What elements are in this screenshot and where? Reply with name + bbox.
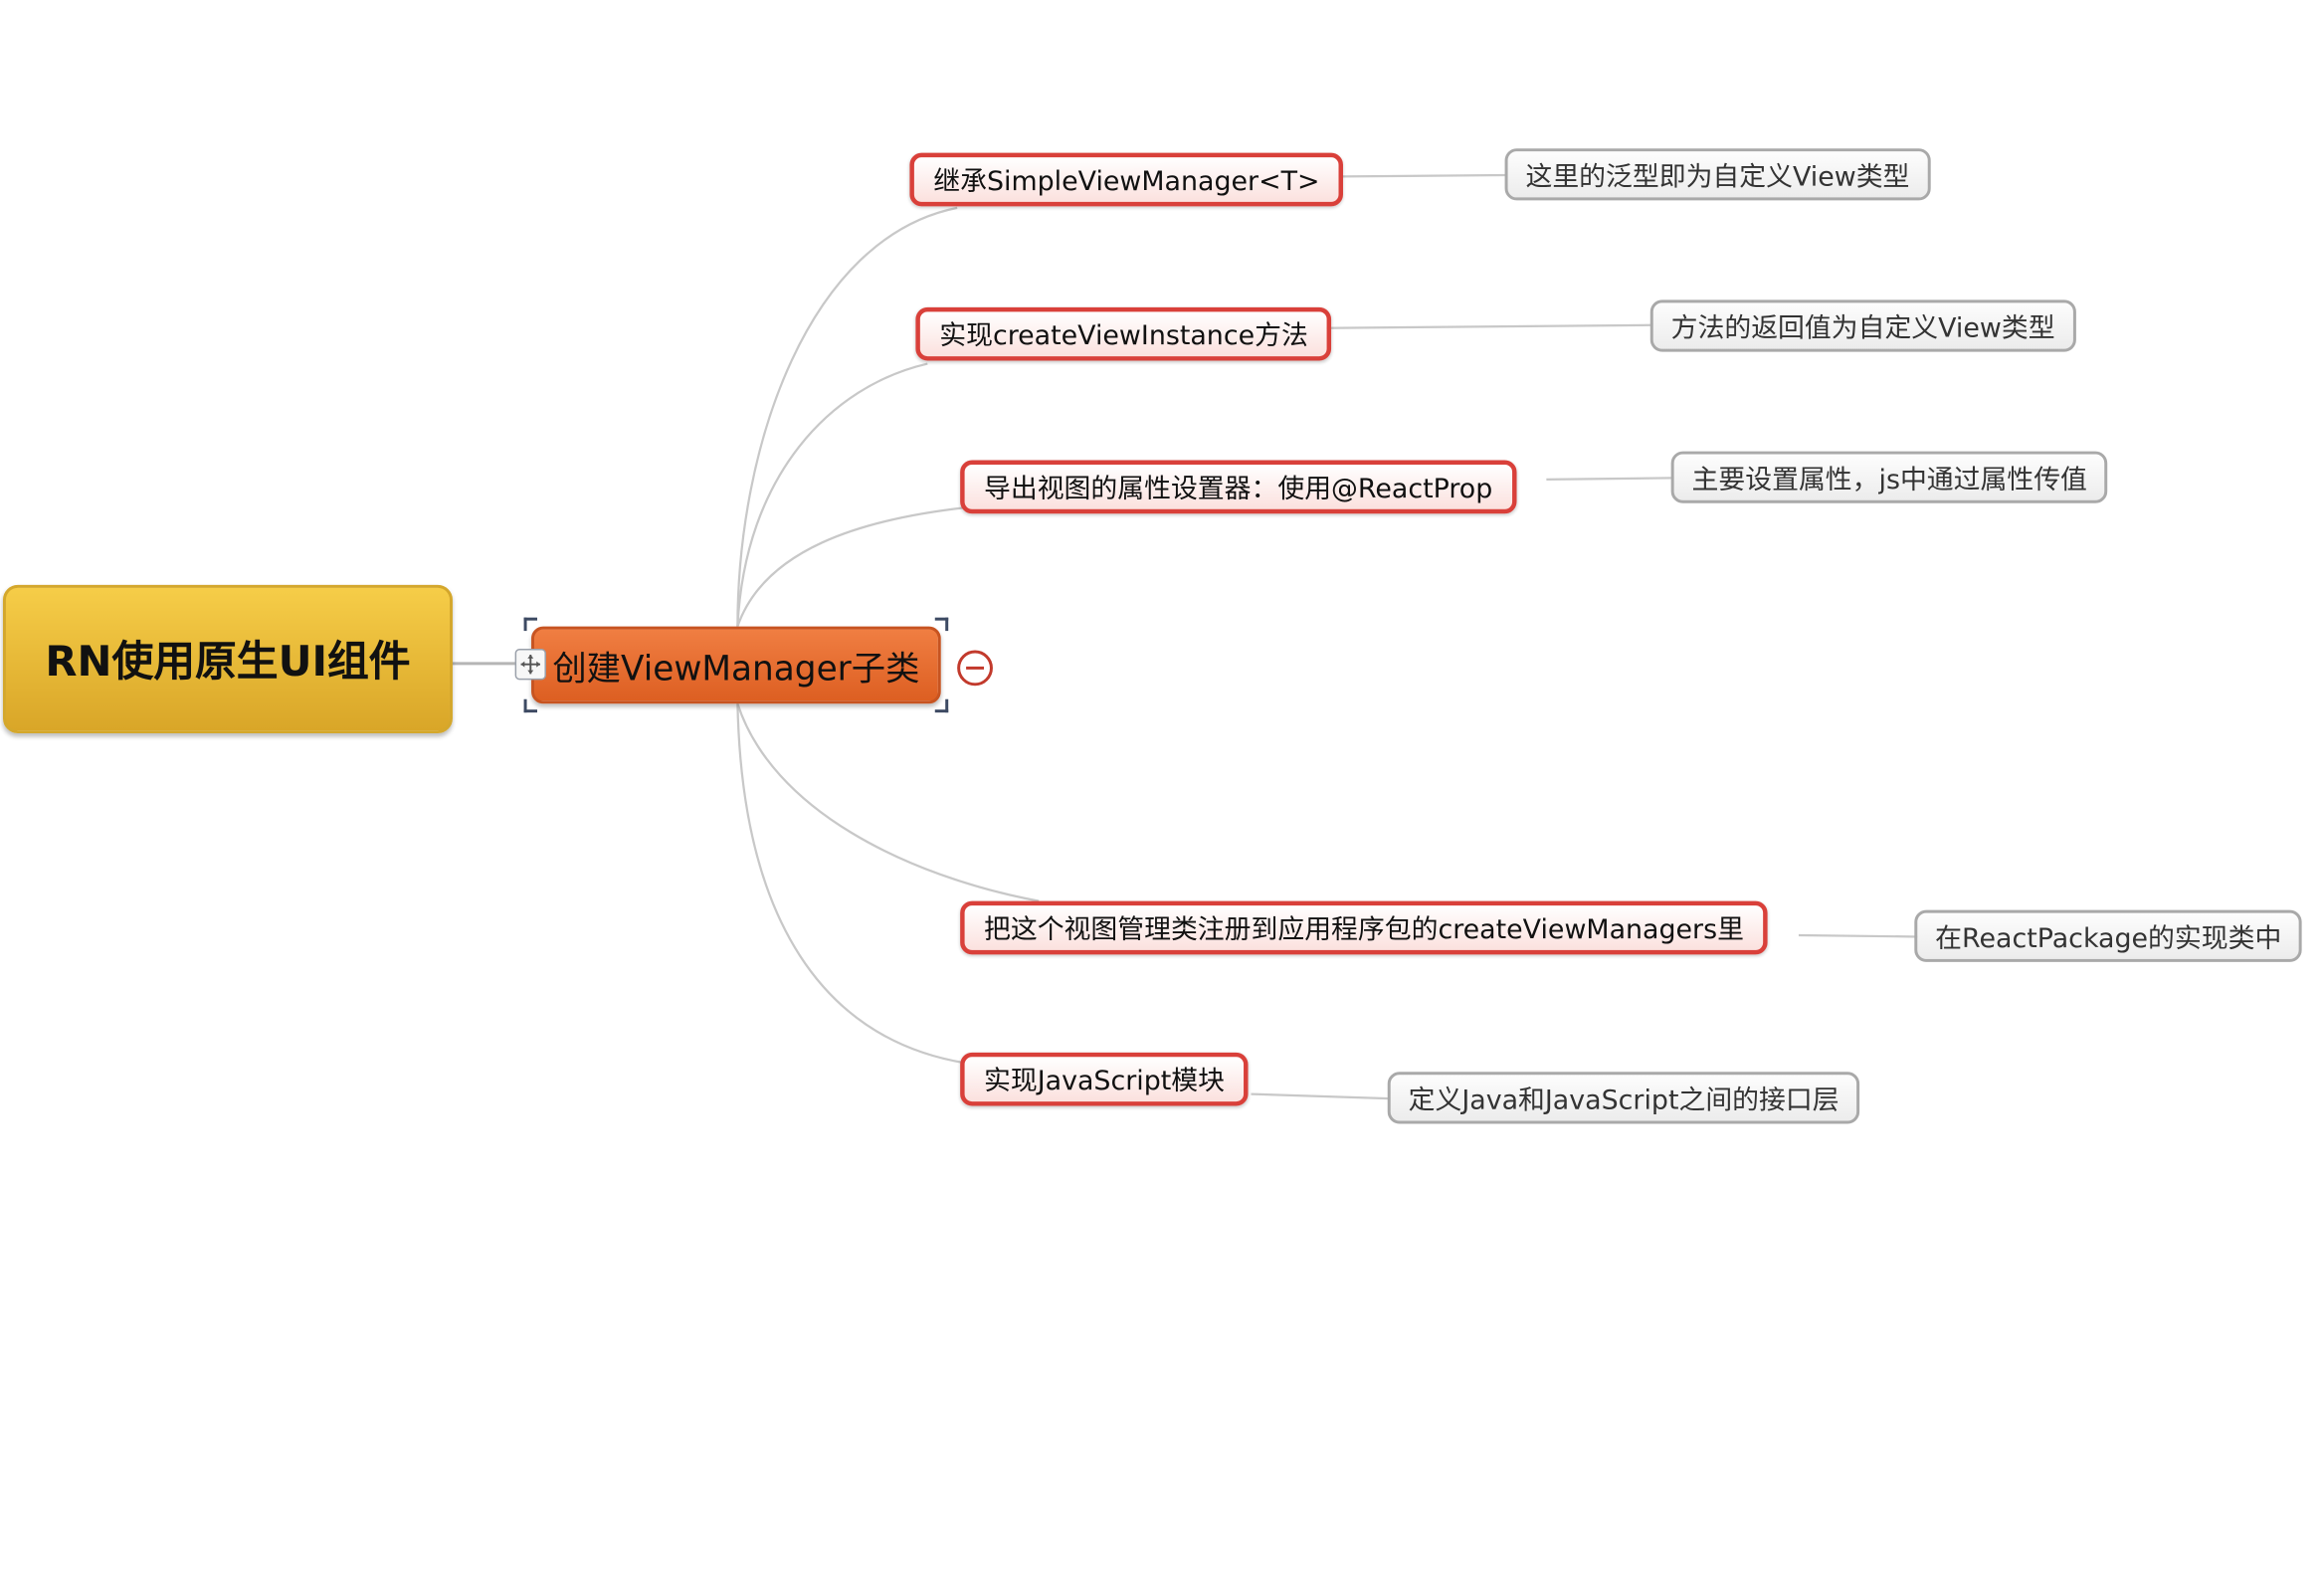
minus-icon xyxy=(966,666,984,670)
subtopic-label: 把这个视图管理类注册到应用程序包的createViewManagers里 xyxy=(983,914,1744,946)
note-node[interactable]: 在ReactPackage的实现类中 xyxy=(1914,909,2303,962)
note-connector xyxy=(1325,323,1652,329)
subtopic-label: 导出视图的属性设置器：使用@ReactProp xyxy=(983,473,1493,505)
selection-corner xyxy=(934,617,949,632)
note-node[interactable]: 定义Java和JavaScript之间的接口层 xyxy=(1387,1072,1860,1124)
subtopic-node[interactable]: 实现createViewInstance方法 xyxy=(915,306,1332,361)
note-label: 在ReactPackage的实现类中 xyxy=(1935,922,2282,954)
note-connector xyxy=(1251,1092,1390,1100)
selection-corner xyxy=(523,698,537,713)
note-label: 主要设置属性，js中通过属性传值 xyxy=(1691,464,2087,495)
subtopic-node[interactable]: 导出视图的属性设置器：使用@ReactProp xyxy=(960,460,1517,514)
note-node[interactable]: 方法的返回值为自定义View类型 xyxy=(1649,299,2076,352)
subtopic-label: 继承SimpleViewManager<T> xyxy=(933,166,1320,198)
collapse-toggle-icon[interactable] xyxy=(957,650,993,687)
note-label: 方法的返回值为自定义View类型 xyxy=(1670,312,2055,344)
central-topic[interactable]: RN使用原生UI组件 xyxy=(2,584,453,734)
note-node[interactable]: 这里的泛型即为自定义View类型 xyxy=(1504,148,1931,201)
main-topic-label: 创建ViewManager子类 xyxy=(552,650,920,690)
note-connector xyxy=(1798,933,1918,938)
subtopic-node[interactable]: 实现JavaScript模块 xyxy=(960,1052,1249,1106)
note-connector xyxy=(1325,173,1507,178)
note-label: 这里的泛型即为自定义View类型 xyxy=(1525,160,1910,193)
note-node[interactable]: 主要设置属性，js中通过属性传值 xyxy=(1670,451,2108,503)
subtopic-node[interactable]: 继承SimpleViewManager<T> xyxy=(909,152,1344,207)
branch-connector xyxy=(736,362,928,627)
move-arrows-icon xyxy=(520,654,540,675)
subtopic-label: 实现JavaScript模块 xyxy=(983,1066,1226,1097)
note-connector xyxy=(1546,477,1673,482)
branch-connector xyxy=(736,702,1040,902)
move-handle-icon[interactable] xyxy=(514,649,546,681)
subtopic-label: 实现createViewInstance方法 xyxy=(939,320,1308,352)
central-topic-label: RN使用原生UI组件 xyxy=(45,637,411,687)
branch-connector xyxy=(736,506,965,627)
main-topic[interactable]: 创建ViewManager子类 xyxy=(531,626,941,704)
selection-corner xyxy=(523,617,537,632)
note-label: 定义Java和JavaScript之间的接口层 xyxy=(1408,1084,1840,1116)
branch-connector xyxy=(736,703,965,1065)
branch-connector xyxy=(736,206,958,627)
selection-corner xyxy=(934,698,949,713)
subtopic-node[interactable]: 把这个视图管理类注册到应用程序包的createViewManagers里 xyxy=(960,900,1768,955)
